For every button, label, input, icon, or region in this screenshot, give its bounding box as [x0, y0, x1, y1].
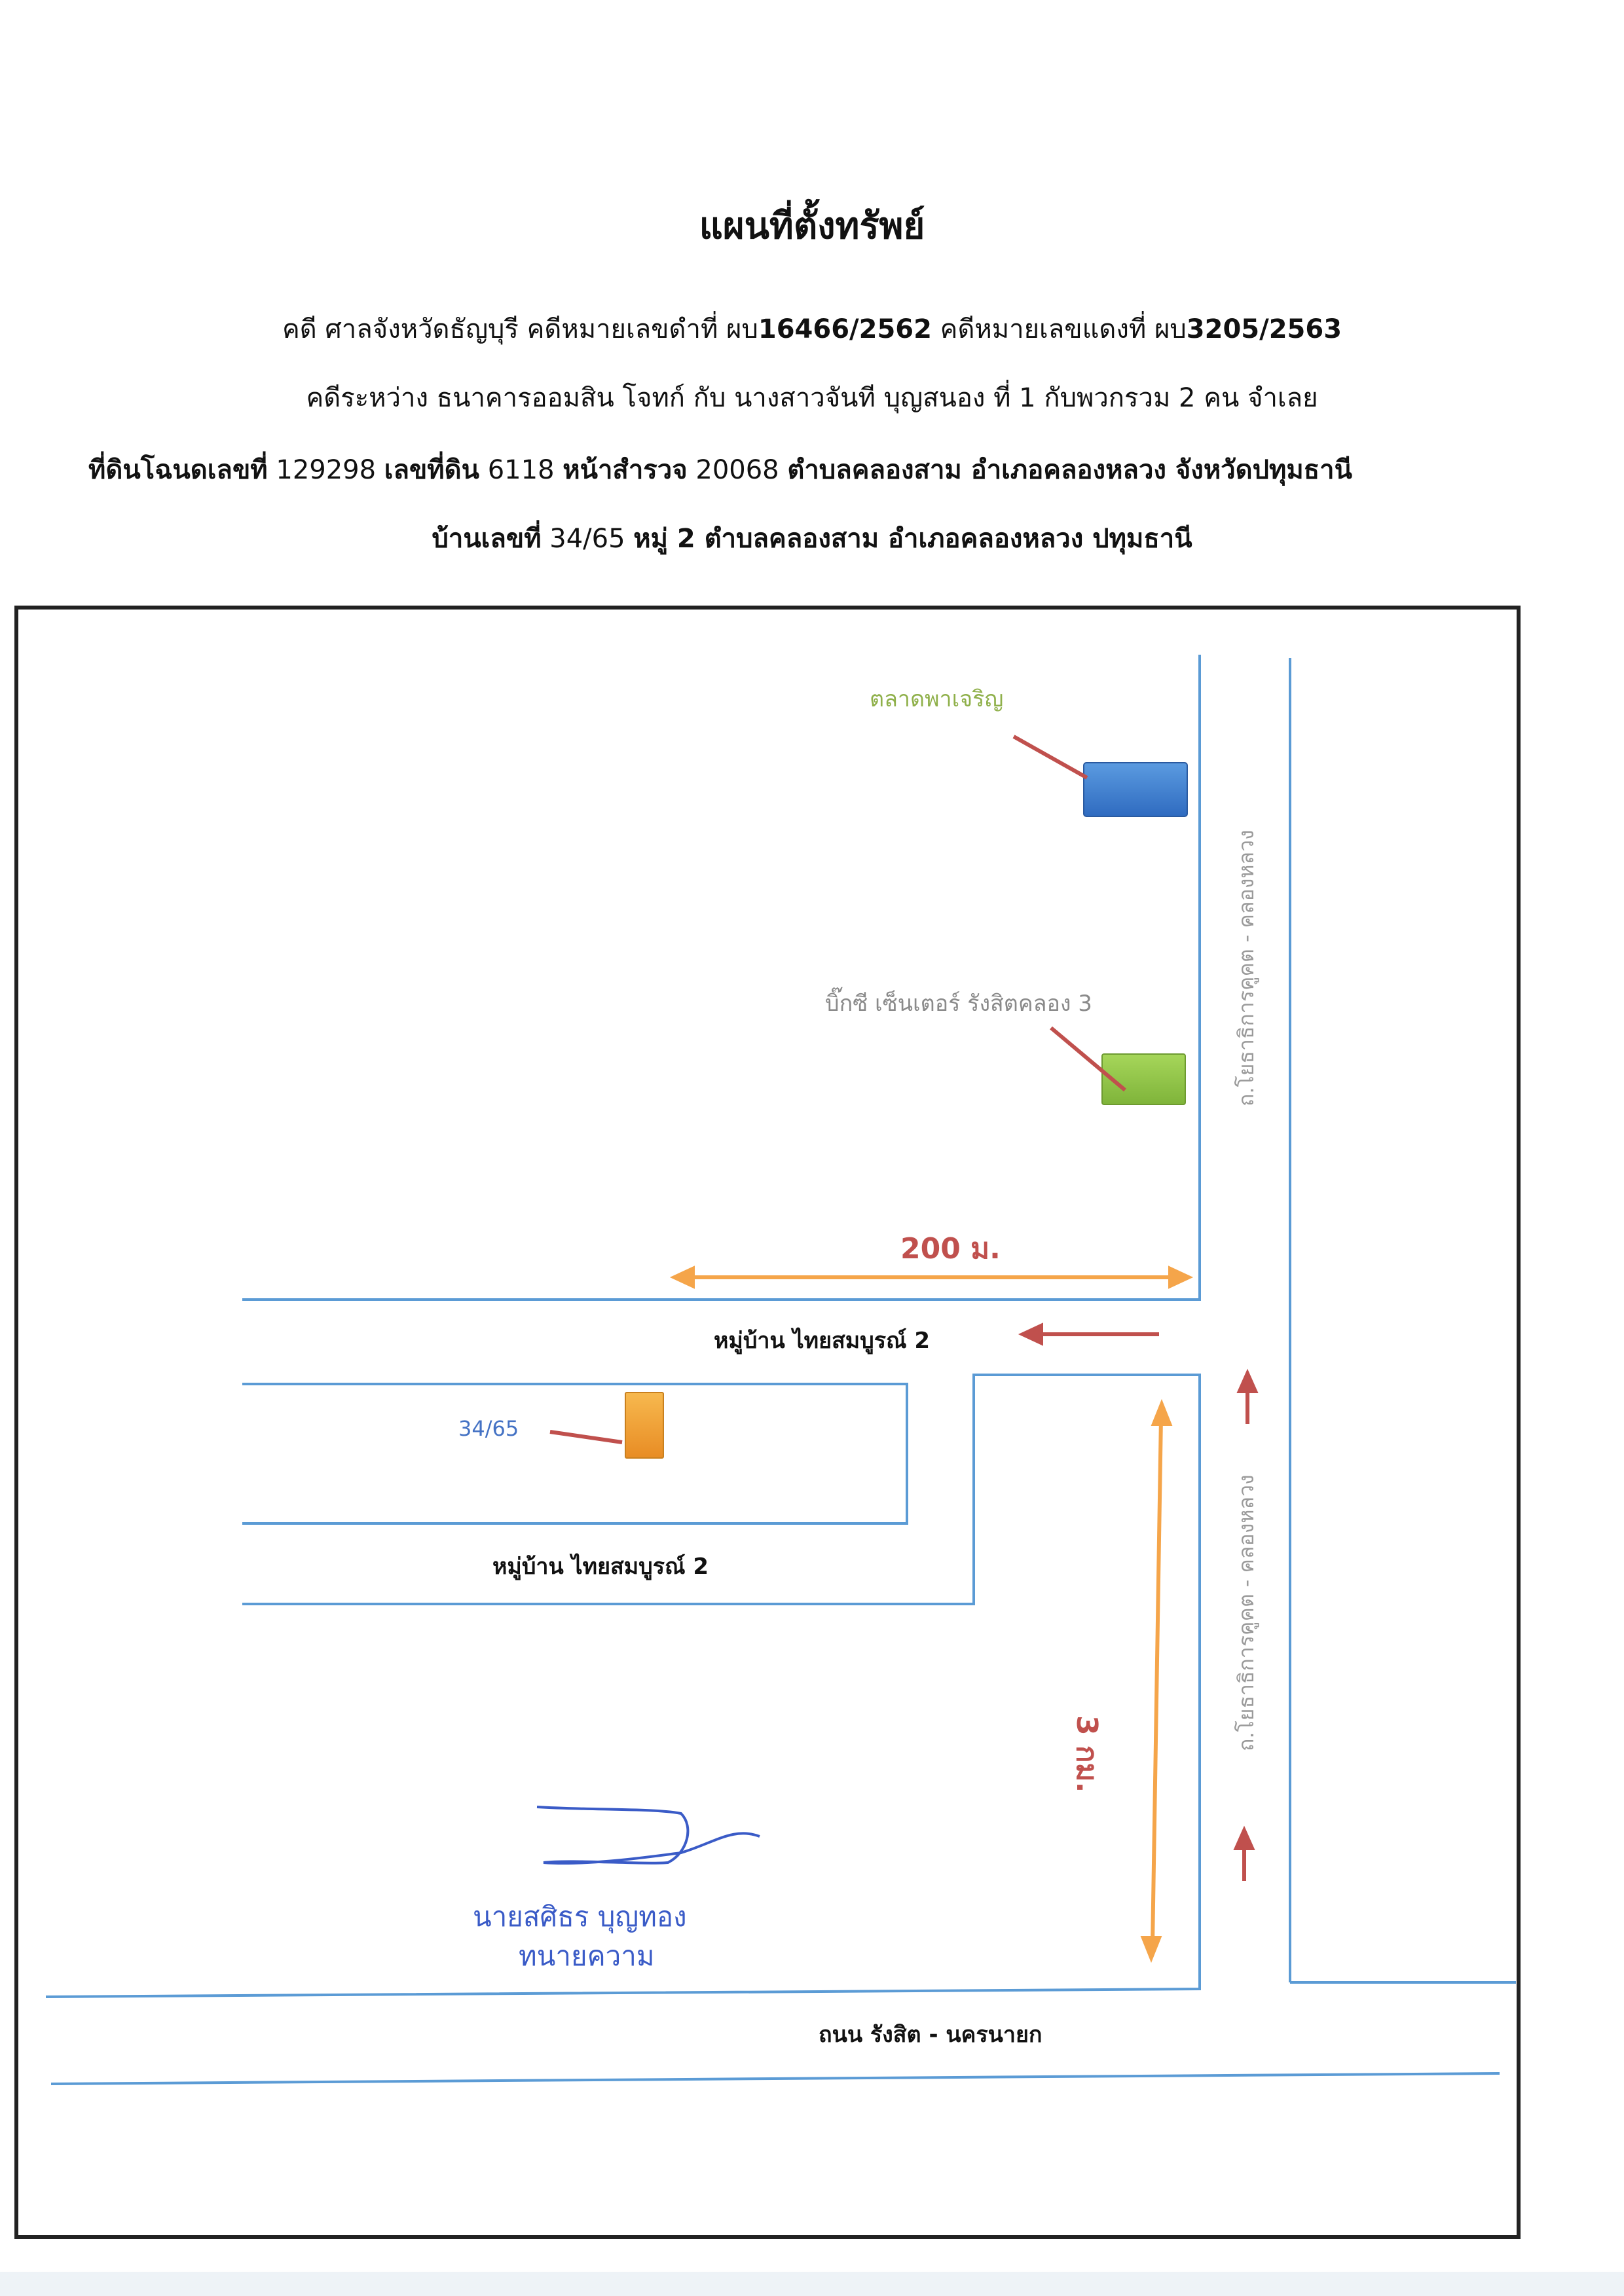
map-frame	[14, 606, 1521, 2239]
deed-line: ที่ดินโฉนดเลขที่ 129298 เลขที่ดิน 6118 ห…	[39, 448, 1401, 490]
address-number: 34/65	[541, 524, 634, 554]
bigc-pointer-arrow	[1050, 1026, 1126, 1092]
distance-3km-label: 3 กม.	[1070, 1715, 1103, 1793]
market-label: ตลาดพาเจริญ	[870, 686, 1004, 712]
house-pointer-arrow	[549, 1430, 623, 1444]
signer-name: นายสศิธร บุญทอง	[473, 1901, 687, 1933]
address-line: บ้านเลขที่ 34/65 หมู่ 2 ตำบลคลองสาม อำเภ…	[0, 517, 1624, 559]
market-building	[1083, 762, 1188, 817]
deed-label: ที่ดินโฉนดเลขที่	[88, 455, 268, 485]
road-right-inner-upper	[242, 655, 1201, 1301]
land-number: 6118	[479, 455, 563, 485]
distance-200-label: 200 ม.	[900, 1232, 1001, 1266]
road-direction-arrow-upper	[1236, 1368, 1259, 1424]
parties-line: คดีระหว่าง ธนาคารออมสิน โจทก์ กับ นางสาว…	[306, 383, 1318, 413]
soi-block-outline	[242, 1383, 908, 1525]
address-moo: หมู่ 2	[633, 524, 705, 554]
scan-edge-band	[0, 2272, 1624, 2296]
address-rest: ตำบลคลองสาม อำเภอคลองหลวง ปทุมธานี	[704, 524, 1192, 554]
bigc-building	[1101, 1053, 1186, 1105]
road-bottom-lower	[50, 2072, 1500, 2085]
page-title: แผนที่ตั้งทรัพย์	[699, 205, 925, 247]
address-label: บ้านเลขที่	[432, 524, 542, 554]
land-number-label: เลขที่ดิน	[384, 455, 479, 485]
black-case-number: 16466/2562	[758, 314, 932, 344]
road-right-label-upper: ถ.โยธาธิการคูคต - คลองหลวง	[1234, 829, 1259, 1106]
case-prefix: คดี ศาลจังหวัดธัญบุรี คดีหมายเลขดำที่ ผบ	[282, 314, 758, 344]
road-right-inner-lower	[45, 1374, 1201, 1998]
house-number-label: 34/65	[458, 1416, 519, 1441]
distance-200-arrow	[669, 1266, 1194, 1289]
red-case-prefix: คดีหมายเลขแดงที่ ผบ	[931, 314, 1187, 344]
bigc-label: บิ๊กซี เซ็นเตอร์ รังสิตคลอง 3	[825, 991, 1092, 1017]
red-case-number: 3205/2563	[1186, 314, 1342, 344]
deed-number: 129298	[267, 455, 384, 485]
case-info-line: คดี ศาลจังหวัดธัญบุรี คดีหมายเลขดำที่ ผบ…	[0, 308, 1624, 350]
distance-3km-arrow	[1140, 1398, 1173, 1963]
road-direction-arrow-lower	[1233, 1825, 1255, 1881]
village-label-lower: หมู่บ้าน ไทยสมบูรณ์ 2	[492, 1554, 709, 1580]
market-pointer-arrow	[1012, 735, 1088, 780]
signer-role: ทนายความ	[519, 1940, 655, 1972]
signature-scribble	[536, 1806, 760, 1865]
road-right-label-lower: ถ.โยธาธิการคูคต - คลองหลวง	[1234, 1474, 1259, 1751]
deed-location: ตำบลคลองสาม อำเภอคลองหลวง จังหวัดปทุมธาน…	[787, 455, 1352, 485]
house-34-65	[625, 1392, 664, 1459]
road-bottom-label: ถนน รังสิต - นครนายก	[819, 2022, 1043, 2048]
survey-number: 20068	[687, 455, 788, 485]
village-label-upper: หมู่บ้าน ไทยสมบูรณ์ 2	[714, 1328, 931, 1354]
village-entrance-arrow	[1018, 1322, 1159, 1346]
survey-label: หน้าสำรวจ	[563, 455, 688, 485]
